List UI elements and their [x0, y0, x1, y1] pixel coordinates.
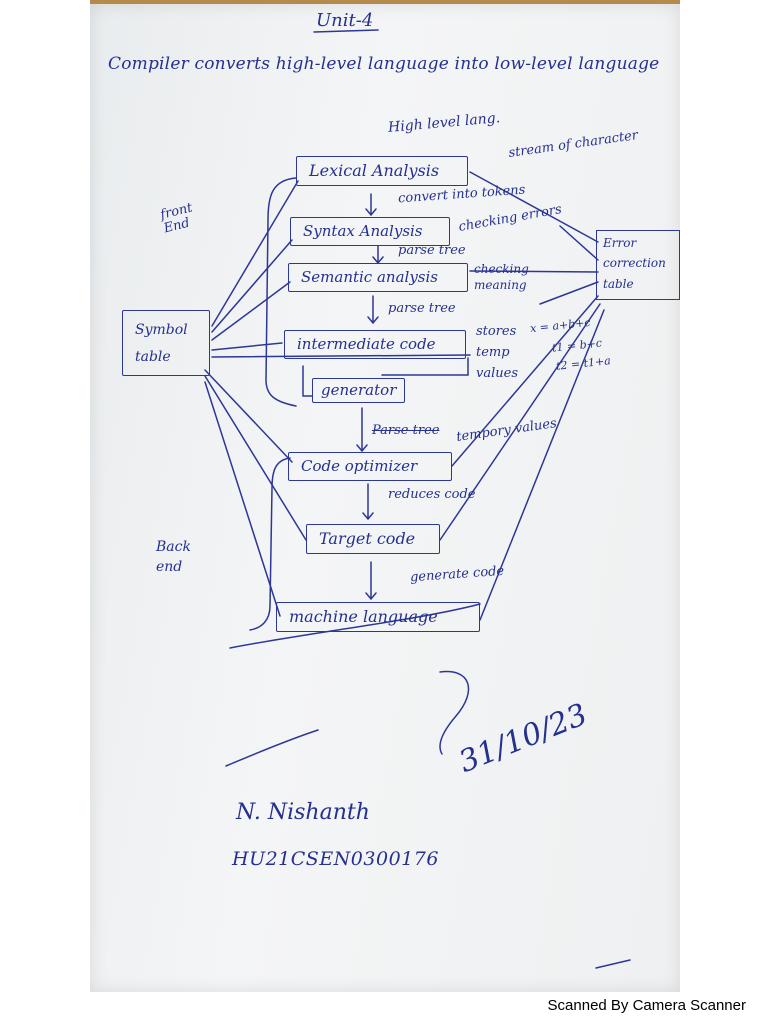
phase-target-code: Target code: [306, 524, 440, 554]
scanner-watermark: Scanned By Camera Scanner: [547, 997, 746, 1014]
student-name: N. Nishanth: [236, 800, 370, 825]
phase-syntax-flow: parse tree: [398, 243, 466, 258]
phase-optimizer-flow: Parse tree: [372, 423, 440, 438]
error-table-box: Error correction table: [596, 230, 680, 300]
phase-syntax-analysis: Syntax Analysis: [290, 217, 450, 246]
phase-intermediate-note: stores temp values: [476, 324, 518, 381]
student-roll-number: HU21CSEN0300176: [232, 848, 439, 870]
phase-generator: generator: [312, 378, 406, 403]
phase-semantic-flow: parse tree: [388, 301, 456, 316]
phase-machine-language: machine language: [276, 602, 480, 632]
notebook-top-edge: [90, 0, 680, 6]
phase-semantic-note: checking meaning: [474, 262, 529, 292]
symbol-table-box: Symbol table: [122, 310, 210, 376]
phase-code-optimizer: Code optimizer: [288, 452, 452, 481]
phase-semantic-analysis: Semantic analysis: [288, 263, 468, 292]
back-end-label: Back end: [156, 539, 191, 575]
notebook-page: [90, 4, 680, 992]
intro-sentence: Compiler converts high-level language in…: [108, 54, 660, 74]
phase-lexical-analysis: Lexical Analysis: [296, 156, 468, 186]
phase-intermediate-code: intermediate code: [284, 330, 466, 359]
phase-target-flow: reduces code: [388, 487, 476, 502]
page-title: Unit-4: [316, 10, 374, 31]
